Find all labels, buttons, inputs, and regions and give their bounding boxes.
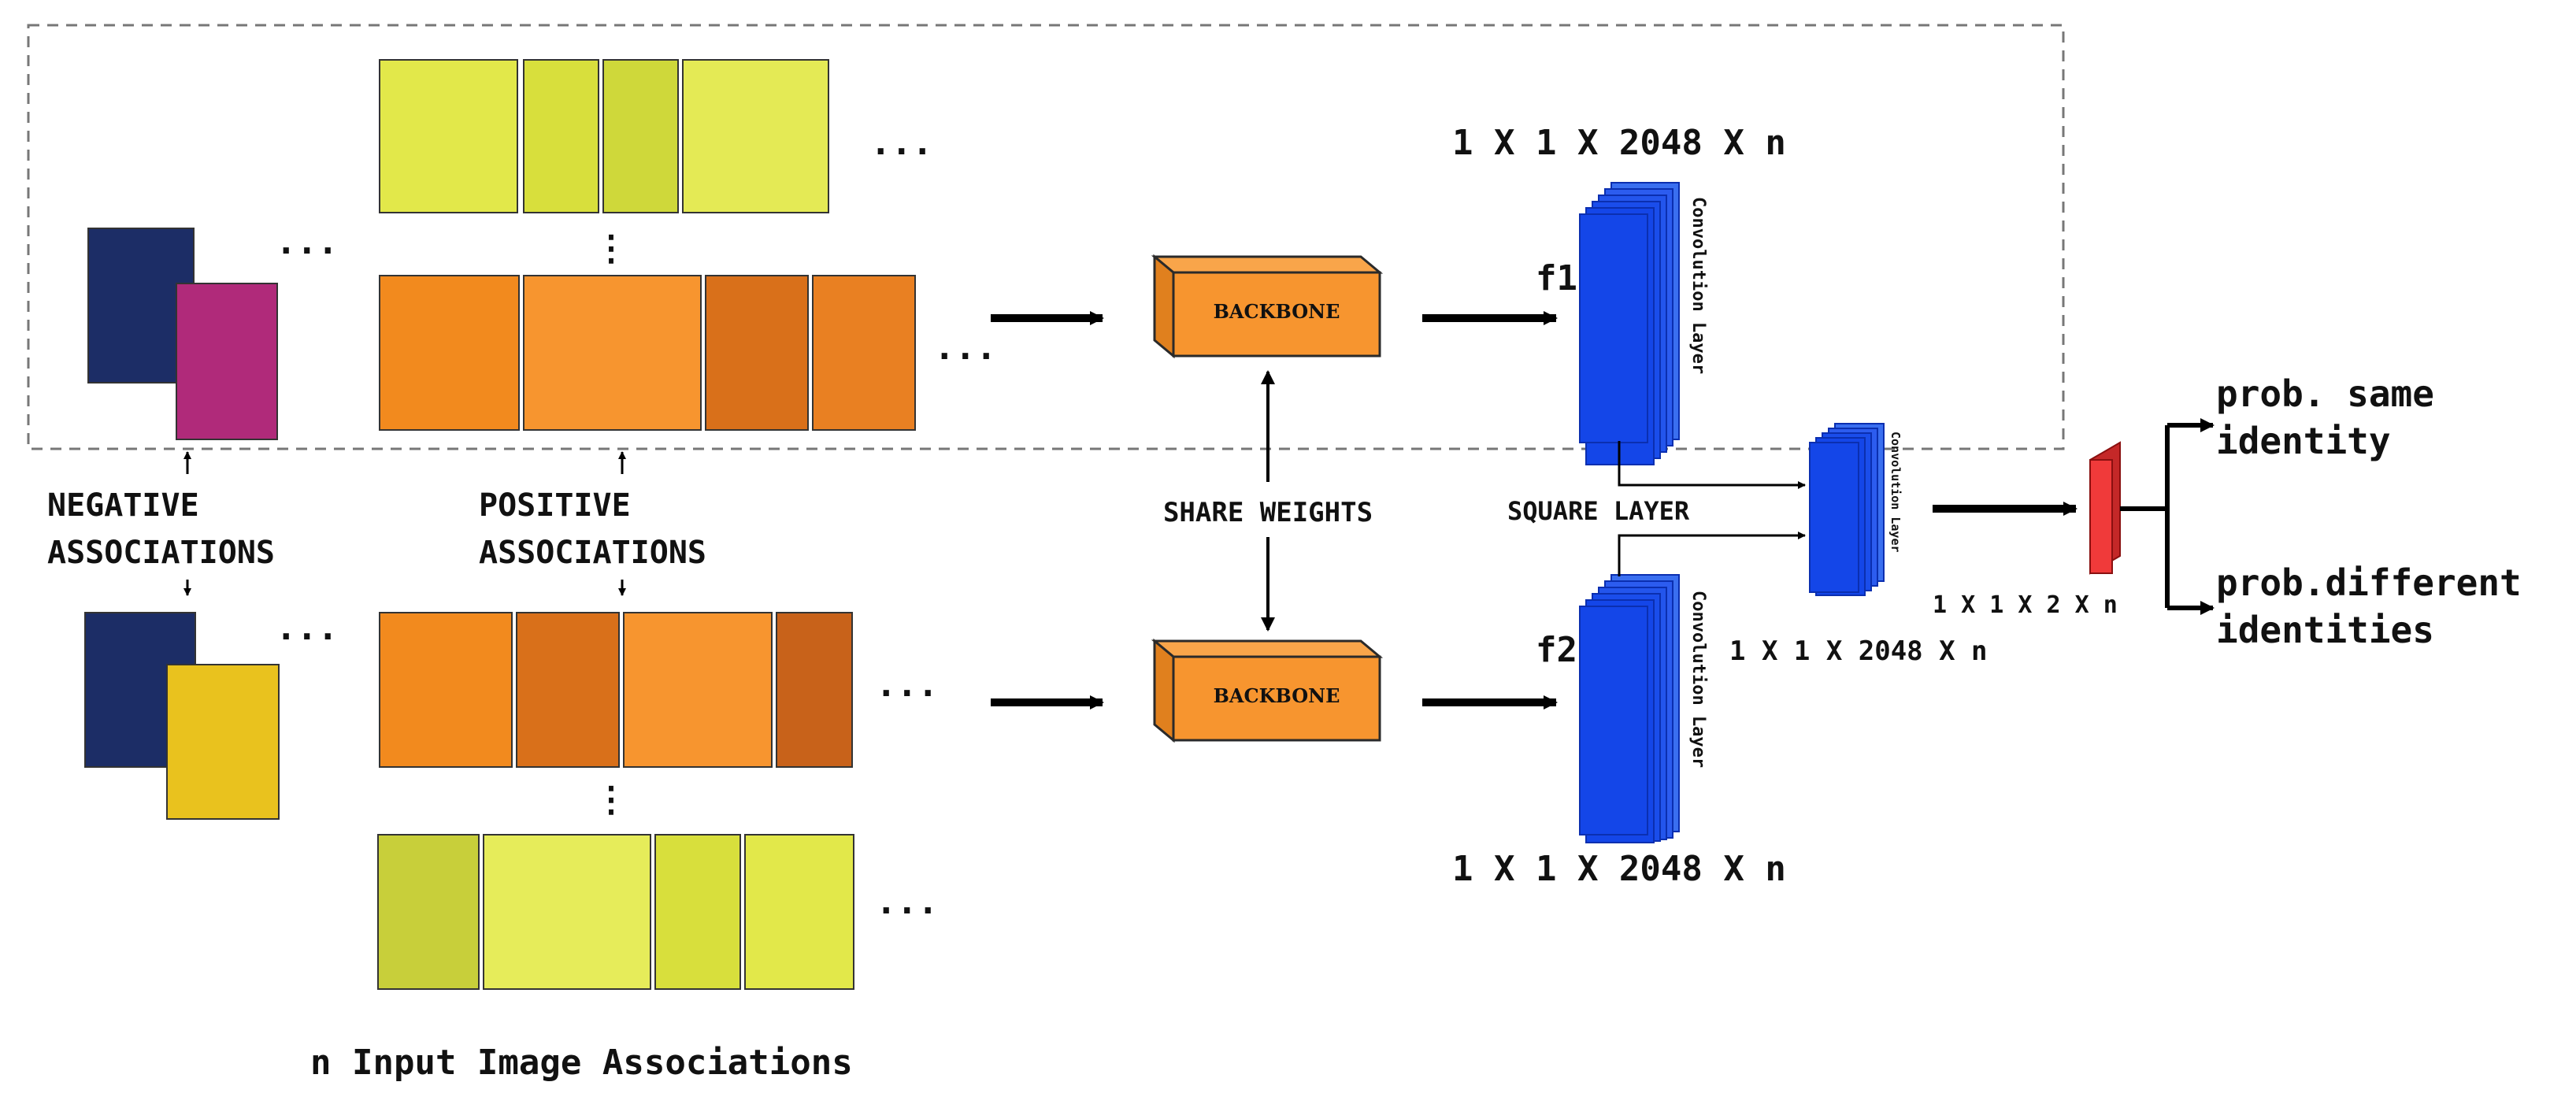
dims-output: 1 X 1 X 2 X n	[1933, 591, 2118, 619]
backbone-bottom: BACKBONE	[1151, 638, 1384, 743]
row-ellipsis: ...	[870, 123, 932, 163]
positive-label-line1: POSITIVE	[479, 487, 631, 524]
input-caption: n Input Image Associations	[310, 1043, 853, 1083]
bottom-positive-row-1: ...	[379, 612, 938, 768]
out-diff-line2: identities	[2216, 609, 2434, 651]
luggage-photo-icon	[654, 834, 741, 990]
out-diff-line1: prob.different	[2216, 561, 2522, 604]
vertical-ellipsis-icon: ⋮	[594, 228, 628, 269]
square-layer-label: SQUARE LAYER	[1507, 496, 1690, 526]
out-same-line1: prob. same	[2216, 372, 2434, 415]
conv-layer-small-label: Convolution Layer	[1888, 432, 1903, 553]
row-ellipsis: ...	[276, 608, 338, 648]
luggage-photo-icon	[682, 59, 829, 213]
luggage-photo-icon	[523, 59, 599, 213]
luggage-photo-icon	[623, 612, 773, 768]
conv-block-top: Convolution Layer	[1579, 182, 1708, 465]
positive-label-line2: ASSOCIATIONS	[479, 535, 706, 571]
backbone-top: BACKBONE	[1151, 254, 1384, 359]
square-layer-connector-bottom	[1618, 532, 1806, 576]
row-ellipsis: ...	[876, 665, 938, 705]
dims-middle: 1 X 1 X 2048 X n	[1729, 635, 1988, 667]
dims-top: 1 X 1 X 2048 X n	[1452, 123, 1786, 163]
luggage-photo-icon	[523, 275, 702, 431]
luggage-photo-icon	[377, 834, 480, 990]
luggage-photo-icon	[602, 59, 679, 213]
square-layer-connector-top	[1618, 441, 1806, 489]
luggage-photo-icon	[705, 275, 809, 431]
out-same-line2: identity	[2216, 420, 2391, 462]
backbone-bottom-label: BACKBONE	[1214, 684, 1340, 707]
f1-label: f1	[1536, 258, 1577, 298]
negative-label-line1: NEGATIVE	[47, 487, 199, 524]
luggage-photo-icon	[812, 275, 916, 431]
luggage-photo-icon	[176, 283, 278, 440]
share-weights-label: SHARE WEIGHTS	[1163, 497, 1373, 528]
bottom-negative-pair: ...	[84, 608, 338, 820]
luggage-photo-icon	[379, 612, 513, 768]
row-ellipsis: ...	[276, 222, 338, 262]
bottom-positive-row-2: ...	[377, 834, 938, 990]
luggage-photo-icon	[516, 612, 620, 768]
luggage-photo-icon	[744, 834, 854, 990]
conv-block-bottom: Convolution Layer	[1579, 574, 1708, 843]
row-ellipsis: ...	[876, 882, 938, 922]
output-block	[2089, 441, 2121, 575]
luggage-photo-icon	[379, 275, 520, 431]
negative-label-line2: ASSOCIATIONS	[47, 535, 275, 571]
row-ellipsis: ...	[934, 328, 996, 368]
vertical-ellipsis-icon: ⋮	[594, 780, 628, 820]
luggage-photo-icon	[166, 664, 280, 820]
conv-layer-top-label: Convolution Layer	[1688, 197, 1708, 374]
f2-label: f2	[1536, 630, 1577, 670]
luggage-photo-icon	[379, 59, 518, 213]
top-negative-pair: ...	[87, 222, 338, 440]
backbone-top-label: BACKBONE	[1214, 300, 1340, 323]
top-positive-row-1: ...	[379, 59, 932, 213]
conv-block-middle: Convolution Layer	[1809, 423, 1903, 596]
dims-bottom: 1 X 1 X 2048 X n	[1452, 849, 1786, 889]
luggage-photo-icon	[776, 612, 853, 768]
conv-layer-bottom-label: Convolution Layer	[1688, 591, 1708, 768]
luggage-photo-icon	[483, 834, 651, 990]
top-positive-row-2: ...	[379, 275, 996, 431]
